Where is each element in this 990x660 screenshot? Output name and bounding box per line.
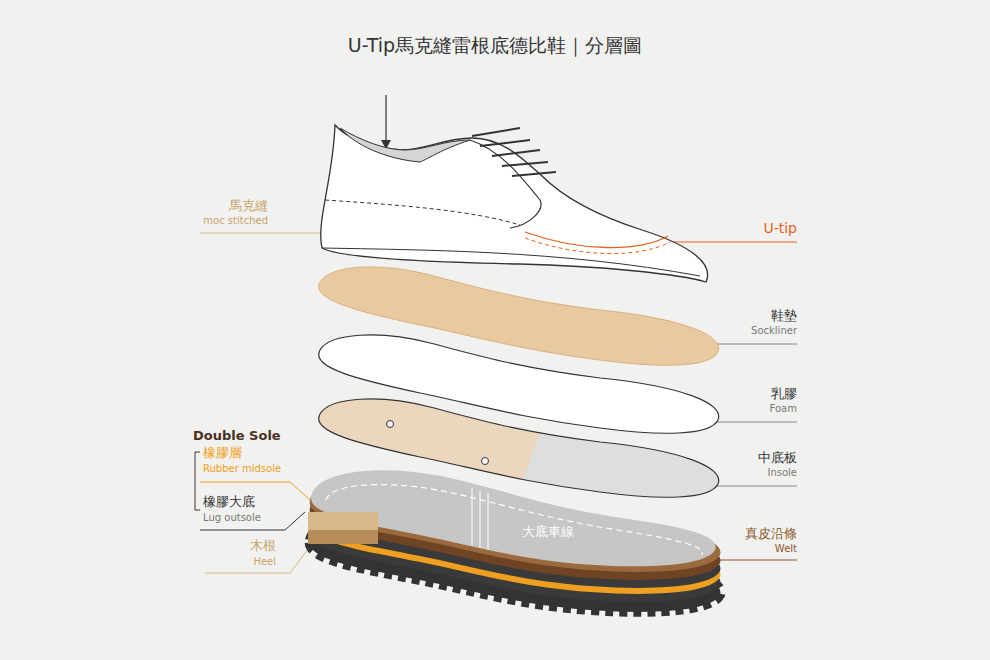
part-name: 大底車線	[522, 524, 574, 540]
leader-line	[665, 242, 797, 243]
leader-line	[705, 422, 797, 423]
leader-line	[200, 512, 305, 530]
part-name: U-tip	[763, 220, 797, 237]
part-name-en: Sockliner	[751, 325, 797, 337]
part-name: 橡膠層	[203, 445, 242, 461]
part-name: 真皮沿條	[745, 526, 797, 542]
double-sole-bracket	[195, 452, 200, 510]
part-name: 乳膠	[771, 386, 797, 402]
part-name: 鞋墊	[771, 308, 797, 324]
group-name: Double Sole	[193, 428, 281, 444]
double-sole-bracket	[195, 452, 200, 453]
diagram-title: U-Tip馬克縫雷根底德比鞋｜分層圖	[0, 34, 990, 57]
part-name-en: Welt	[775, 543, 797, 555]
part-name-en: Foam	[770, 403, 797, 415]
part-name: 中底板	[758, 450, 797, 466]
part-name: 木根	[250, 538, 276, 554]
part-name: 馬克縫	[229, 198, 268, 214]
part-name-en: Rubber midsole	[203, 463, 281, 475]
shoe-upper	[321, 95, 708, 282]
part-name-en: Heel	[253, 556, 276, 568]
part-name-en: Lug outsole	[203, 512, 261, 524]
part-name: 橡膠大底	[203, 494, 255, 510]
leader-line	[712, 486, 797, 487]
sole	[308, 470, 720, 612]
part-name-en: Insole	[767, 467, 797, 479]
part-name-en: moc stitched	[203, 215, 268, 227]
leader-line	[718, 560, 797, 561]
